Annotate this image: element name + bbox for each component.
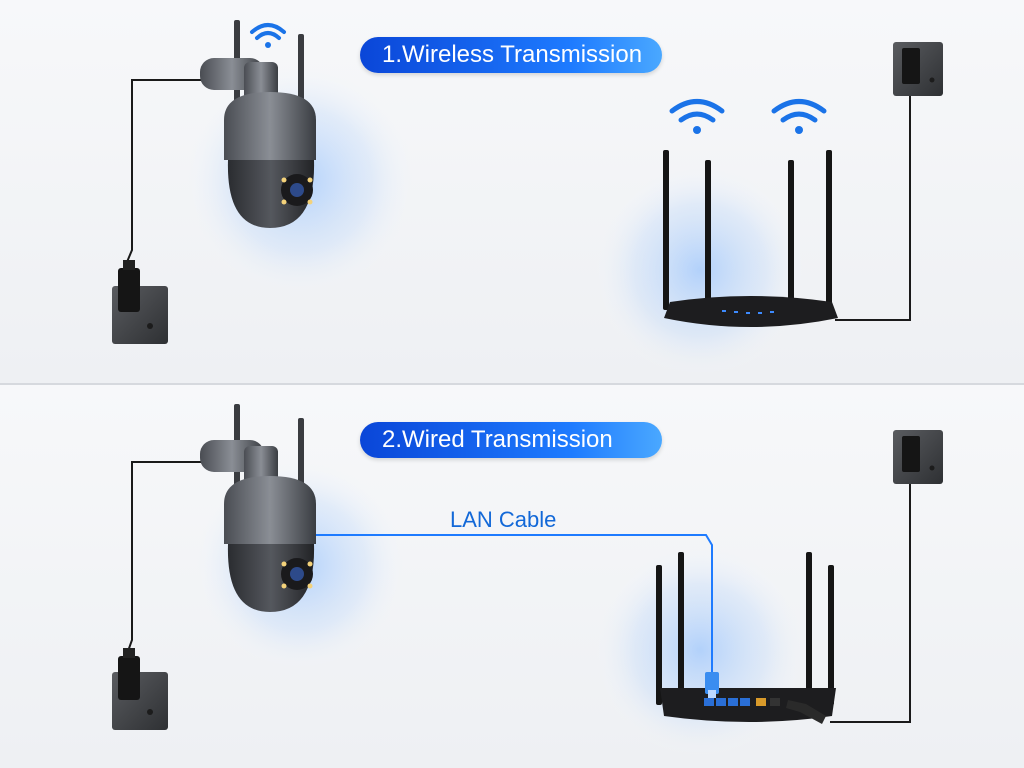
power-socket-icon <box>112 648 168 730</box>
section-divider <box>0 383 1024 385</box>
router-icon <box>663 150 838 327</box>
power-adapter-icon <box>786 700 826 724</box>
router-glow <box>590 160 810 380</box>
lan-cable-icon <box>316 534 713 680</box>
router-glow <box>590 540 810 760</box>
section-title-wired: 2.Wired Transmission <box>360 422 662 458</box>
wifi-icon <box>771 99 827 134</box>
power-socket-icon <box>112 260 168 344</box>
camera-icon <box>200 20 316 228</box>
power-cable <box>126 79 911 321</box>
camera-icon <box>200 404 316 612</box>
wifi-icon <box>669 99 725 134</box>
lan-cable-icon <box>705 672 719 698</box>
power-cable <box>126 461 911 723</box>
lan-cable-label: LAN Cable <box>450 507 557 532</box>
section-title-wireless: 1.Wireless Transmission <box>360 37 662 73</box>
power-socket-icon <box>893 430 943 484</box>
wifi-icon <box>250 23 286 48</box>
router-icon <box>656 552 836 722</box>
power-socket-icon <box>893 42 943 96</box>
